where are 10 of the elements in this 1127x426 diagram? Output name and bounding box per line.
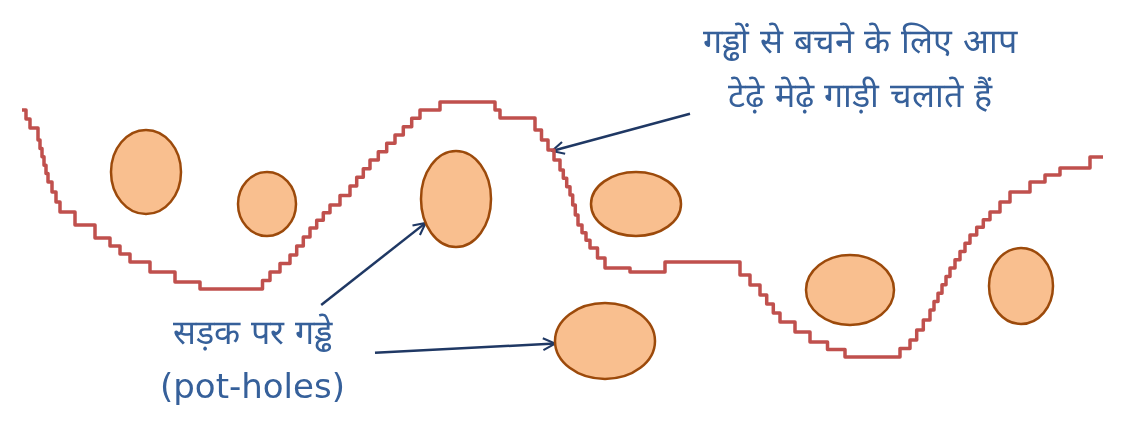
pothole-ellipse <box>804 253 896 327</box>
caption-text: सड़क पर गड्ढे (pot-holes) <box>130 305 375 413</box>
pothole-ellipse <box>236 170 298 238</box>
pothole-ellipse <box>589 170 683 238</box>
caption-text: गड्ढों से बचने के लिए आप टेढ़े मेढ़े गाड़ी चलाते हैं <box>690 14 1030 122</box>
arrow <box>320 221 427 306</box>
pothole-ellipse <box>987 246 1055 326</box>
pothole-ellipse <box>553 301 657 381</box>
pothole-ellipse <box>419 149 493 249</box>
pothole-ellipse <box>109 128 183 216</box>
